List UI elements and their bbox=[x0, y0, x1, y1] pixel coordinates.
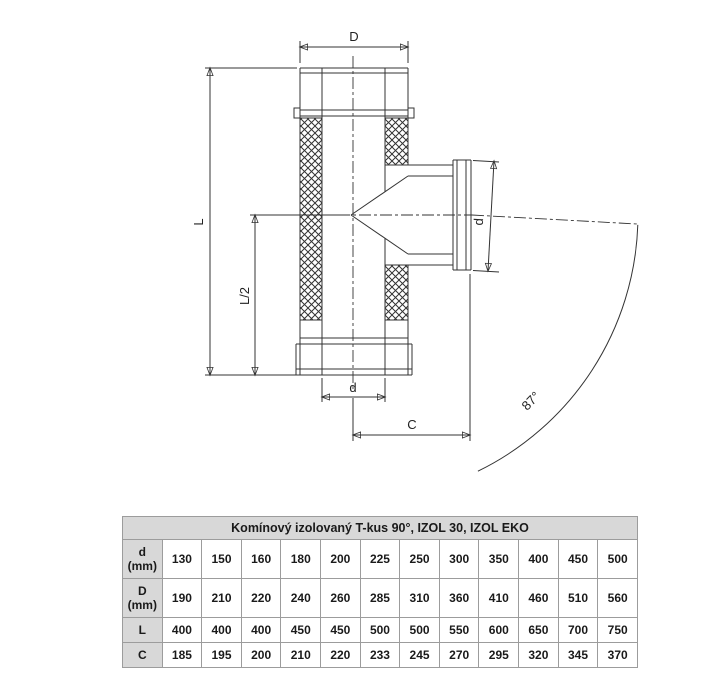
value-cell: 370 bbox=[597, 642, 638, 668]
value-cell: 510 bbox=[557, 578, 599, 618]
value-cell: 260 bbox=[320, 578, 361, 618]
value-cell: 160 bbox=[240, 539, 282, 579]
value-cell: 285 bbox=[359, 578, 401, 618]
value-cell: 650 bbox=[518, 617, 559, 643]
value-cell: 600 bbox=[478, 617, 520, 643]
dimension-table: Komínový izolovaný T-kus 90°, IZOL 30, I… bbox=[122, 516, 638, 668]
value-cell: 400 bbox=[240, 617, 282, 643]
dimension-L: L bbox=[191, 68, 297, 375]
value-cell: 500 bbox=[597, 539, 638, 579]
value-cell: 400 bbox=[201, 617, 242, 643]
dimension-d-bottom: d bbox=[322, 378, 385, 402]
angle-arc bbox=[477, 224, 639, 472]
value-cell: 233 bbox=[359, 642, 401, 668]
value-cell: 130 bbox=[161, 539, 203, 579]
row-label: C bbox=[122, 642, 163, 668]
dimension-L-half: L/2 bbox=[237, 215, 344, 375]
insulation-hatch-left bbox=[299, 117, 323, 321]
value-cell: 450 bbox=[280, 617, 322, 643]
angle-dimension: 87° bbox=[477, 224, 639, 472]
value-cell: 185 bbox=[161, 642, 203, 668]
dimension-d-branch: d bbox=[471, 160, 500, 273]
dim-label-D: D bbox=[349, 29, 358, 44]
value-cell: 400 bbox=[518, 539, 559, 579]
centerlines bbox=[338, 56, 638, 390]
value-cell: 345 bbox=[557, 642, 599, 668]
value-cell: 240 bbox=[280, 578, 322, 618]
table-title-row: Komínový izolovaný T-kus 90°, IZOL 30, I… bbox=[122, 516, 638, 540]
value-cell: 195 bbox=[201, 642, 242, 668]
value-cell: 220 bbox=[240, 578, 282, 618]
value-cell: 310 bbox=[399, 578, 440, 618]
value-cell: 450 bbox=[320, 617, 361, 643]
dimension-C: C bbox=[353, 274, 470, 441]
value-cell: 320 bbox=[518, 642, 559, 668]
joint-tab-left bbox=[293, 107, 301, 119]
joint-tab-right bbox=[407, 107, 415, 119]
value-cell: 360 bbox=[438, 578, 480, 618]
value-cell: 560 bbox=[597, 578, 638, 618]
value-cell: 210 bbox=[201, 578, 242, 618]
cone-reduction bbox=[350, 175, 409, 255]
value-cell: 190 bbox=[161, 578, 203, 618]
vertical-pipe bbox=[293, 67, 415, 376]
insulation-hatch-right-lower bbox=[384, 264, 409, 321]
dim-label-C: C bbox=[407, 417, 416, 432]
cone-lower-line bbox=[350, 214, 409, 255]
value-cell: 295 bbox=[478, 642, 520, 668]
technical-drawing: D L L/2 d d bbox=[191, 29, 639, 472]
value-cell: 220 bbox=[320, 642, 361, 668]
angle-label: 87° bbox=[519, 389, 543, 414]
cone-upper-line bbox=[350, 175, 409, 216]
value-cell: 410 bbox=[478, 578, 520, 618]
ext-line bbox=[472, 270, 500, 273]
row-label: D (mm) bbox=[122, 578, 163, 618]
ext-line bbox=[472, 160, 500, 163]
dim-label-d-bottom: d bbox=[349, 380, 356, 395]
dim-label-L2: L/2 bbox=[237, 287, 252, 305]
value-cell: 150 bbox=[201, 539, 242, 579]
value-cell: 500 bbox=[399, 617, 440, 643]
value-cell: 270 bbox=[438, 642, 480, 668]
value-cell: 550 bbox=[438, 617, 480, 643]
value-cell: 225 bbox=[359, 539, 401, 579]
branch-axis-extension bbox=[471, 214, 638, 225]
value-cell: 350 bbox=[478, 539, 520, 579]
row-label: L bbox=[122, 617, 163, 643]
value-cell: 450 bbox=[557, 539, 599, 579]
value-cell: 250 bbox=[399, 539, 440, 579]
value-cell: 700 bbox=[557, 617, 599, 643]
value-cell: 180 bbox=[280, 539, 322, 579]
dim-line bbox=[488, 161, 494, 271]
value-cell: 200 bbox=[240, 642, 282, 668]
row-label: d (mm) bbox=[122, 539, 163, 579]
value-cell: 750 bbox=[597, 617, 638, 643]
value-cell: 200 bbox=[320, 539, 361, 579]
value-cell: 400 bbox=[161, 617, 203, 643]
dimension-D: D bbox=[300, 29, 408, 63]
dim-label-d-branch: d bbox=[471, 218, 486, 226]
value-cell: 300 bbox=[438, 539, 480, 579]
dim-label-L: L bbox=[191, 218, 206, 225]
dimension-table-wrap: Komínový izolovaný T-kus 90°, IZOL 30, I… bbox=[122, 516, 638, 668]
value-cell: 460 bbox=[518, 578, 559, 618]
table-title: Komínový izolovaný T-kus 90°, IZOL 30, I… bbox=[122, 516, 638, 540]
value-cell: 210 bbox=[280, 642, 322, 668]
insulation-hatch-right-upper bbox=[384, 117, 409, 166]
value-cell: 500 bbox=[359, 617, 401, 643]
value-cell: 245 bbox=[399, 642, 440, 668]
branch-pipe bbox=[408, 159, 472, 271]
